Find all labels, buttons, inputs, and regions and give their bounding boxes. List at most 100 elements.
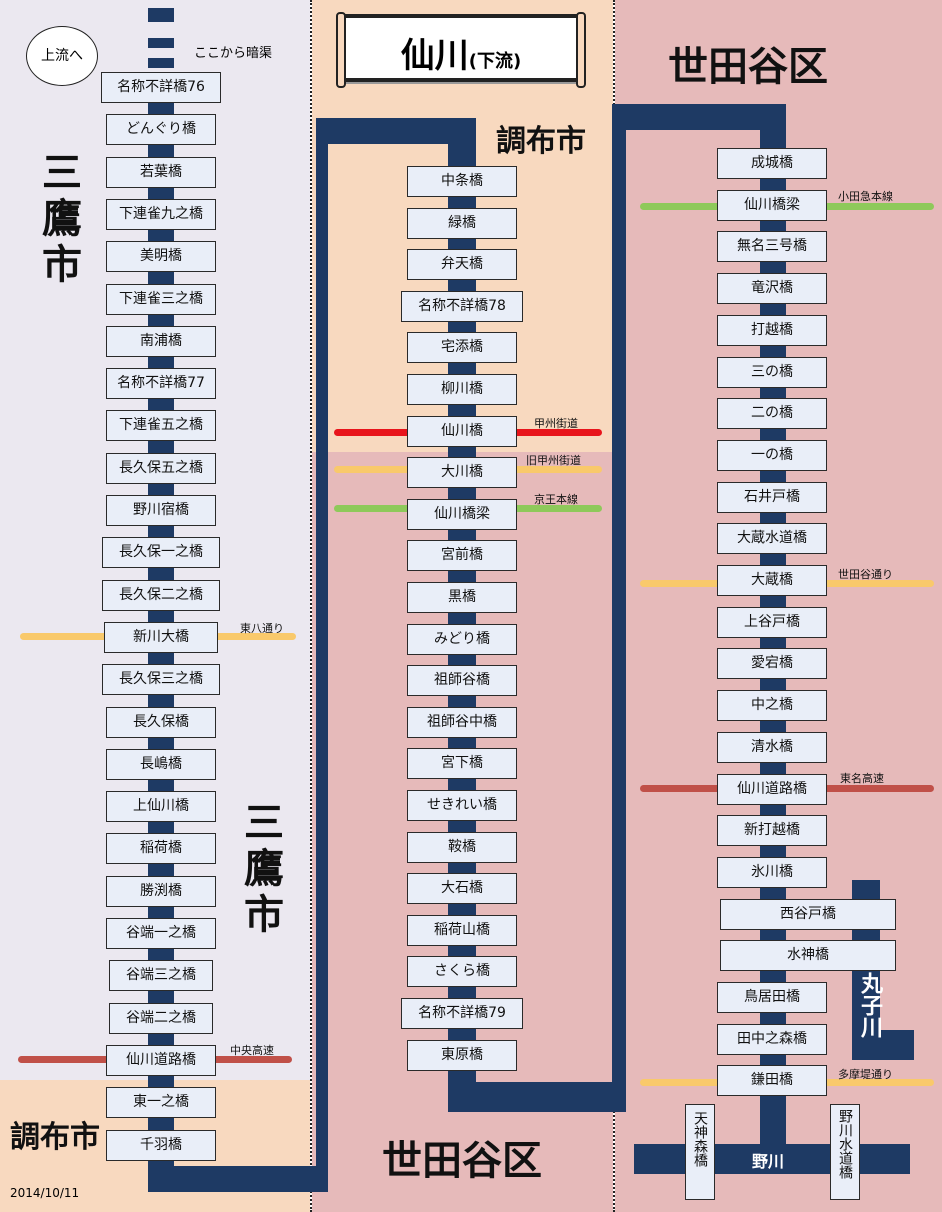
label-old-koshu: 旧甲州街道 bbox=[526, 454, 581, 467]
label-odakyu: 小田急本線 bbox=[838, 190, 893, 203]
bridge-middle-8[interactable]: 仙川橋梁 bbox=[407, 498, 517, 530]
bridge-left-12[interactable]: 長久保二之橋 bbox=[102, 579, 220, 611]
river-culvert-dash bbox=[148, 38, 174, 48]
bridge-label: 天神森橋 bbox=[692, 1111, 708, 1167]
bridge-middle-18[interactable]: 稲荷山橋 bbox=[407, 914, 517, 946]
bridge-left-8[interactable]: 下連雀五之橋 bbox=[106, 410, 216, 442]
bridge-label: 野川水道橋 bbox=[837, 1109, 853, 1179]
bridge-middle-19[interactable]: さくら橋 bbox=[407, 956, 517, 988]
bridge-nogawa-suido[interactable]: 野川水道橋 bbox=[830, 1104, 860, 1200]
bridge-left-7[interactable]: 名称不詳橋77 bbox=[106, 368, 216, 400]
bridge-middle-1[interactable]: 緑橋 bbox=[407, 207, 517, 239]
bridge-left-19[interactable]: 勝渕橋 bbox=[106, 875, 216, 907]
bridge-right-18[interactable]: 西谷戸橋 bbox=[720, 898, 896, 930]
label-chuo-expressway: 中央高速 bbox=[230, 1044, 274, 1057]
bridge-left-17[interactable]: 上仙川橋 bbox=[106, 791, 216, 823]
label-koshu: 甲州街道 bbox=[534, 417, 578, 430]
bridge-tenjinmori[interactable]: 天神森橋 bbox=[685, 1104, 715, 1200]
bridge-right-0[interactable]: 成城橋 bbox=[717, 148, 827, 179]
page-subtitle: (下流) bbox=[468, 51, 522, 72]
bridge-left-21[interactable]: 谷端三之橋 bbox=[109, 960, 213, 992]
bridge-right-8[interactable]: 石井戸橋 bbox=[717, 481, 827, 513]
bridge-left-20[interactable]: 谷端一之橋 bbox=[106, 918, 216, 949]
bridge-right-15[interactable]: 仙川道路橋 bbox=[717, 773, 827, 805]
bridge-middle-0[interactable]: 中条橋 bbox=[407, 166, 517, 197]
river-label-maruko: 丸子川 bbox=[857, 972, 882, 1038]
bridge-left-23[interactable]: 仙川道路橋 bbox=[106, 1044, 216, 1076]
bridge-left-2[interactable]: 若葉橋 bbox=[106, 156, 216, 188]
bridge-middle-11[interactable]: みどり橋 bbox=[407, 623, 517, 655]
bridge-left-14[interactable]: 長久保三之橋 bbox=[102, 664, 220, 696]
city-mitaka-center: 三鷹市 bbox=[244, 800, 284, 938]
date-stamp: 2014/10/11 bbox=[10, 1186, 80, 1200]
bridge-right-14[interactable]: 清水橋 bbox=[717, 731, 827, 763]
bridge-right-2[interactable]: 無名三号橋 bbox=[717, 231, 827, 263]
bridge-right-4[interactable]: 打越橋 bbox=[717, 314, 827, 346]
bridge-right-6[interactable]: 二の橋 bbox=[717, 398, 827, 430]
bridge-left-3[interactable]: 下連雀九之橋 bbox=[106, 198, 216, 230]
bridge-left-18[interactable]: 稲荷橋 bbox=[106, 833, 216, 865]
bridge-right-22[interactable]: 鎌田橋 bbox=[717, 1065, 827, 1097]
bridge-right-1[interactable]: 仙川橋梁 bbox=[717, 189, 827, 221]
bridge-left-15[interactable]: 長久保橋 bbox=[106, 706, 216, 738]
culvert-note: ここから暗渠 bbox=[194, 46, 273, 61]
label-tomei: 東名高速 bbox=[840, 772, 884, 785]
river-connector-right bbox=[612, 104, 626, 1112]
bridge-right-20[interactable]: 鳥居田橋 bbox=[717, 982, 827, 1013]
city-mitaka-left: 三鷹市 bbox=[42, 150, 82, 288]
bridge-left-1[interactable]: どんぐり橋 bbox=[106, 114, 216, 146]
bridge-middle-20[interactable]: 名称不詳橋79 bbox=[401, 998, 523, 1029]
bridge-middle-15[interactable]: せきれい橋 bbox=[407, 790, 517, 821]
bridge-left-9[interactable]: 長久保五之橋 bbox=[106, 452, 216, 484]
bridge-right-10[interactable]: 大蔵橋 bbox=[717, 565, 827, 596]
bridge-left-25[interactable]: 千羽橋 bbox=[106, 1129, 216, 1161]
bridge-right-5[interactable]: 三の橋 bbox=[717, 356, 827, 388]
river-label-nogawa: 野川 bbox=[752, 1152, 785, 1171]
bridge-right-21[interactable]: 田中之森橋 bbox=[717, 1023, 827, 1055]
bridge-middle-12[interactable]: 祖師谷橋 bbox=[407, 665, 517, 697]
title-banner: 仙川(下流) bbox=[336, 12, 586, 88]
bridge-middle-5[interactable]: 柳川橋 bbox=[407, 374, 517, 405]
bridge-right-7[interactable]: 一の橋 bbox=[717, 439, 827, 471]
bridge-left-5[interactable]: 下連雀三之橋 bbox=[106, 283, 216, 315]
bridge-right-12[interactable]: 愛宕橋 bbox=[717, 648, 827, 680]
upstream-button[interactable]: 上流へ bbox=[26, 26, 98, 86]
bridge-middle-17[interactable]: 大石橋 bbox=[407, 873, 517, 905]
bridge-middle-2[interactable]: 弁天橋 bbox=[407, 249, 517, 281]
title-banner-right-cap bbox=[576, 12, 586, 88]
bridge-middle-14[interactable]: 宮下橋 bbox=[407, 748, 517, 780]
bridge-right-9[interactable]: 大蔵水道橋 bbox=[717, 523, 827, 555]
bridge-right-19[interactable]: 水神橋 bbox=[720, 940, 896, 972]
bridge-left-0[interactable]: 名称不詳橋76 bbox=[101, 72, 221, 103]
bridge-middle-4[interactable]: 宅添橋 bbox=[407, 332, 517, 364]
bridge-left-22[interactable]: 谷端二之橋 bbox=[109, 1002, 213, 1034]
bridge-left-6[interactable]: 南浦橋 bbox=[106, 325, 216, 357]
bridge-right-3[interactable]: 竜沢橋 bbox=[717, 273, 827, 305]
label-keio: 京王本線 bbox=[534, 493, 578, 506]
bridge-right-13[interactable]: 中之橋 bbox=[717, 690, 827, 722]
bridge-middle-21[interactable]: 東原橋 bbox=[407, 1039, 517, 1071]
bridge-right-16[interactable]: 新打越橋 bbox=[717, 815, 827, 847]
bridge-middle-16[interactable]: 鞍橋 bbox=[407, 831, 517, 863]
bridge-right-11[interactable]: 上谷戸橋 bbox=[717, 606, 827, 638]
bridge-left-13[interactable]: 新川大橋 bbox=[104, 621, 218, 653]
bridge-left-10[interactable]: 野川宿橋 bbox=[106, 495, 216, 526]
bridge-middle-3[interactable]: 名称不詳橋78 bbox=[401, 290, 523, 322]
bridge-left-4[interactable]: 美明橋 bbox=[106, 241, 216, 273]
bridge-middle-10[interactable]: 黒橋 bbox=[407, 582, 517, 613]
page-title: 仙川 bbox=[400, 36, 469, 76]
river-middle bbox=[448, 118, 476, 1112]
bridge-middle-13[interactable]: 祖師谷中橋 bbox=[407, 706, 517, 738]
bridge-left-11[interactable]: 長久保一之橋 bbox=[102, 537, 220, 569]
bridge-middle-9[interactable]: 宮前橋 bbox=[407, 540, 517, 572]
river-bottom-connector bbox=[148, 1166, 328, 1192]
bridge-right-17[interactable]: 氷川橋 bbox=[717, 856, 827, 888]
city-setagaya-middle: 世田谷区 bbox=[382, 1138, 542, 1184]
city-chofu-middle: 調布市 bbox=[496, 124, 586, 159]
bridge-left-24[interactable]: 東一之橋 bbox=[106, 1087, 216, 1119]
bridge-middle-6[interactable]: 仙川橋 bbox=[407, 415, 517, 447]
nogawa-river bbox=[634, 1144, 910, 1174]
bridge-left-16[interactable]: 長嶋橋 bbox=[106, 748, 216, 780]
bridge-middle-7[interactable]: 大川橋 bbox=[407, 457, 517, 489]
city-setagaya-right: 世田谷区 bbox=[668, 44, 828, 90]
